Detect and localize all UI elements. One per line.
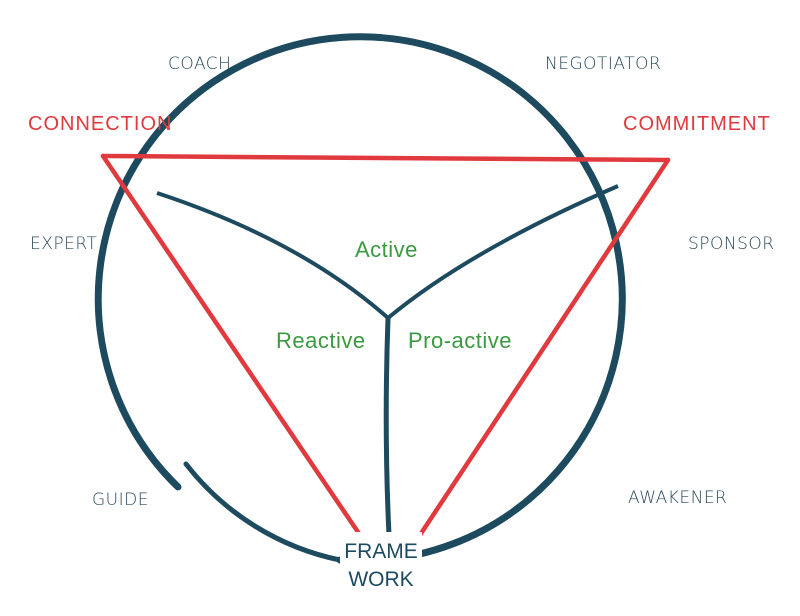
corner-connection: CONNECTION [28,113,173,135]
role-guide: GUIDE [92,490,149,510]
y-divider-left [156,191,390,320]
role-awakener: AWAKENER [628,488,728,508]
y-divider-bottom [383,317,392,536]
mode-reactive: Reactive [276,328,366,353]
framework-line1: FRAME [344,540,418,563]
mode-proactive: Pro-active [408,328,513,353]
triangle-right-edge [417,157,671,538]
role-coach: COACH [168,54,232,74]
role-expert: EXPERT [30,234,98,254]
triangle-top-edge [100,153,671,163]
y-divider-right [386,184,619,320]
triangle-left-edge [100,153,363,538]
framework-line2: WORK [348,568,414,591]
corner-commitment: COMMITMENT [623,113,771,135]
inner-circle-arc-segment [183,461,343,563]
mode-active: Active [355,237,418,262]
role-sponsor: SPONSOR [688,234,775,254]
framework-box: FRAME WORK [340,532,422,596]
outer-circle-arc [94,33,626,565]
role-negotiator: NEGOTIATOR [545,54,662,74]
